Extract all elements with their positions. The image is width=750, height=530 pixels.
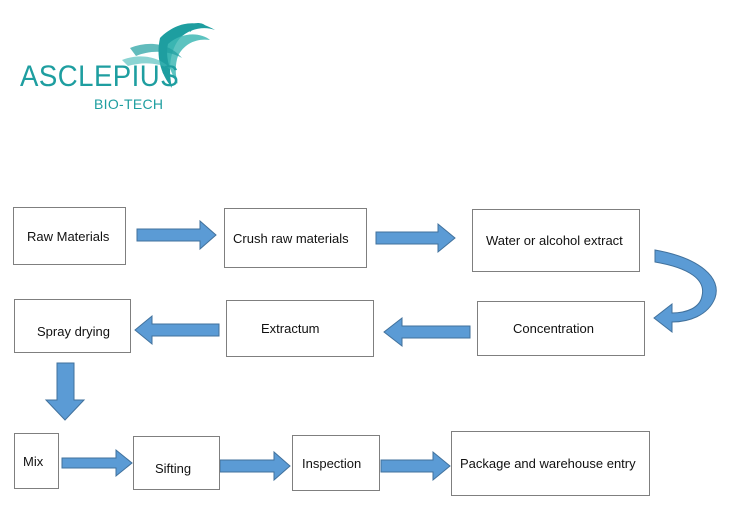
arrow-extract-to-concentration [653,249,717,334]
step-label: Crush raw materials [233,230,349,246]
step-label: Sifting [155,461,192,476]
arrow-crush-to-extract [375,222,456,254]
step-spray-drying: Spray drying [14,299,131,353]
arrow-raw-to-crush [136,219,217,251]
arrow-concentration-to-extractum [383,316,471,348]
arrow-inspection-to-package [380,450,451,482]
step-label: Inspection [302,455,362,471]
company-logo: ASCLEPIUS BIO-TECH [10,18,225,112]
arrow-sifting-to-inspection [219,450,291,482]
step-inspection: Inspection [292,435,380,491]
arrow-spray-to-mix [44,362,86,421]
step-label: Concentration [513,321,594,336]
arrow-mix-to-sifting [61,448,133,478]
step-sifting: Sifting [133,436,220,490]
step-crush-raw-materials: Crush raw materials [224,208,367,268]
company-name: ASCLEPIUS [20,60,180,93]
company-subtitle: BIO-TECH [94,96,164,112]
step-mix: Mix [14,433,59,489]
step-label: Package and warehouse entry [460,456,636,471]
step-water-alcohol-extract: Water or alcohol extract [472,209,640,272]
step-label: Extractum [261,321,320,336]
step-package-warehouse: Package and warehouse entry [451,431,650,496]
step-extractum: Extractum [226,300,374,357]
arrow-extractum-to-spray [134,314,220,346]
step-raw-materials: Raw Materials [13,207,126,265]
wave-logo-icon [122,23,215,88]
step-label: Water or alcohol extract [486,233,623,248]
step-label: Spray drying [37,324,110,339]
step-label: Raw Materials [27,228,110,244]
step-concentration: Concentration [477,301,645,356]
step-label: Mix [23,453,44,469]
